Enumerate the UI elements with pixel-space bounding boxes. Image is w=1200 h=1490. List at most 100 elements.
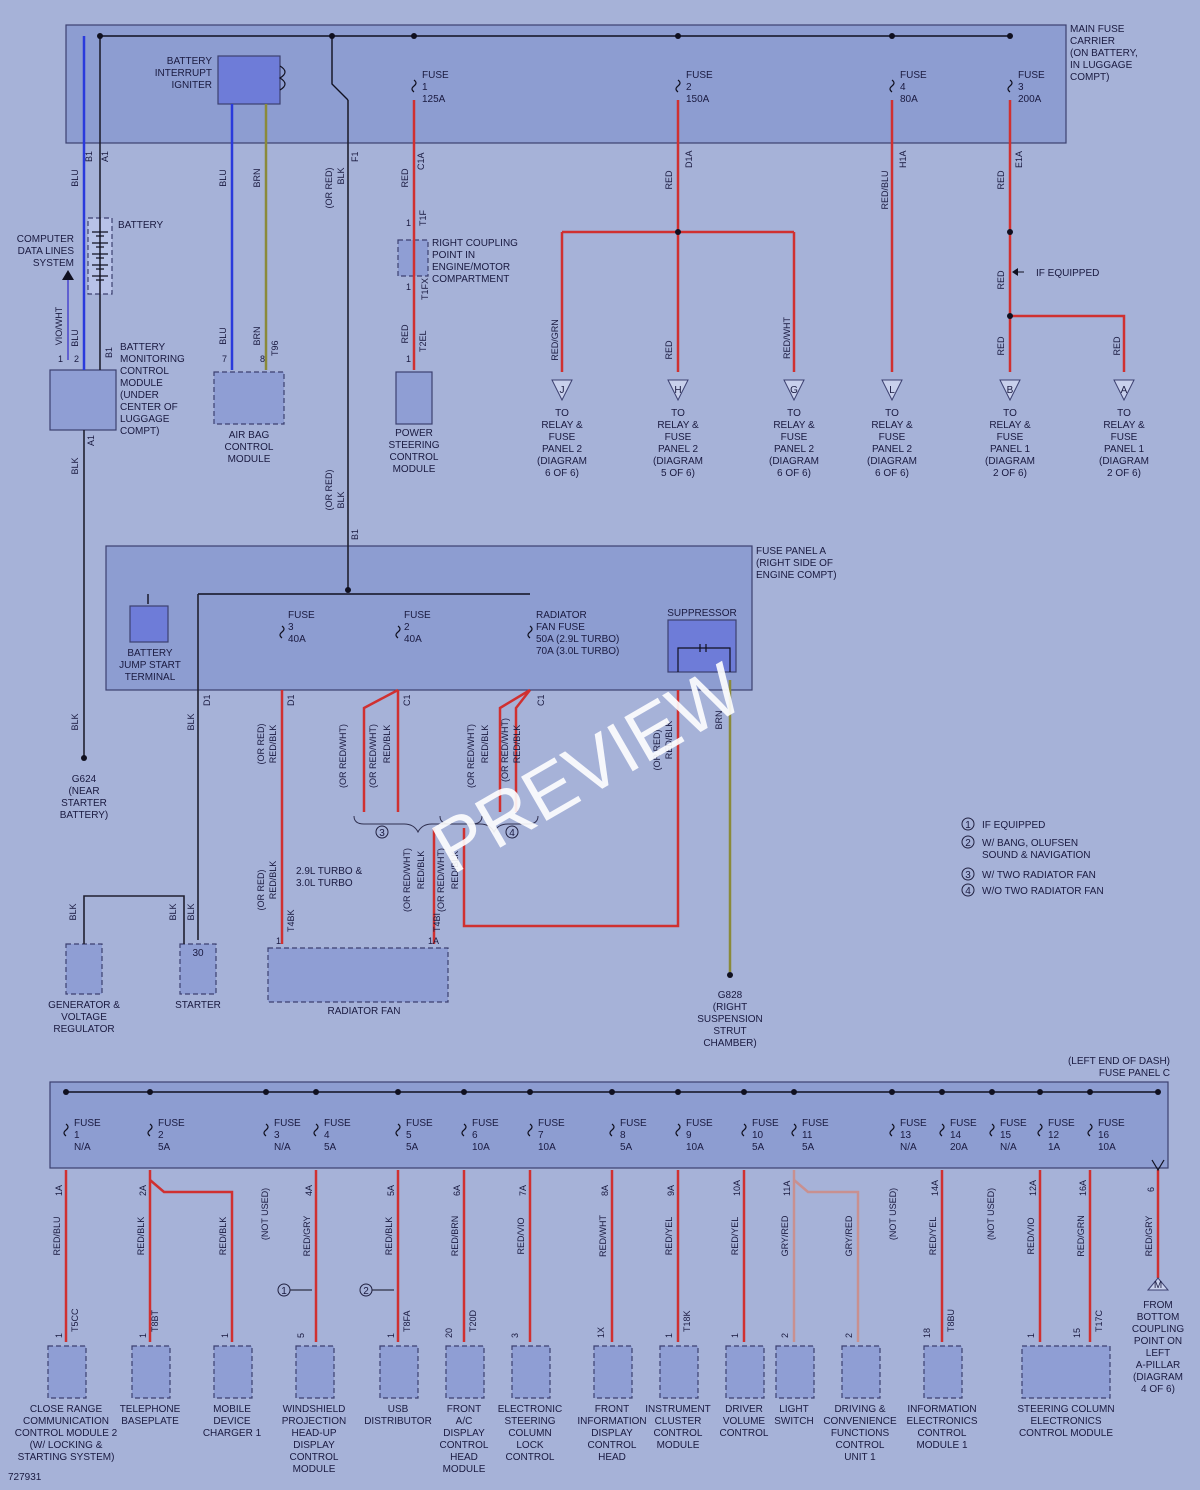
relay-ref-label: PANEL 2: [658, 444, 698, 455]
panel-c-fuse-label: FUSE: [686, 1118, 713, 1129]
main-fuse-carrier-label: COMPT): [1070, 72, 1109, 83]
bottom-module-label: CONTROL: [654, 1428, 703, 1439]
diagram-id: 727931: [8, 1472, 42, 1483]
pin-label: 8A: [600, 1185, 610, 1196]
panel-c-fuse-label: FUSE: [158, 1118, 185, 1129]
igniter-label: BATTERY: [167, 56, 213, 67]
panel-c-fuse-label: 11: [802, 1130, 813, 1141]
panel-c-fuse-label: 10: [752, 1130, 764, 1141]
relay-ref-letter: G: [790, 385, 798, 396]
bottom-module-label: CONTROL: [290, 1452, 339, 1463]
relay-ref-label: FUSE: [1111, 432, 1138, 443]
relay-ref-label: RELAY &: [989, 420, 1031, 431]
bottom-module-label: ELECTRONICS: [1030, 1416, 1101, 1427]
pin-label: T2EL: [418, 330, 428, 352]
panel-a-fuse-label: 2: [404, 622, 410, 633]
panel-c-fuse-symbol: [63, 1123, 69, 1137]
bottom-module-label: DRIVER: [725, 1404, 763, 1415]
pin-label: 6A: [452, 1185, 462, 1196]
panel-c-fuse-symbol: [395, 1123, 401, 1137]
bottom-module-label: LIGHT: [779, 1404, 808, 1415]
wire-color-label: RED/BLK: [512, 725, 522, 764]
pin-number: 20: [444, 1328, 454, 1338]
relay-ref-label: 6 OF 6): [777, 468, 811, 479]
g828-label: G828: [718, 990, 743, 1001]
splice-dot: [63, 1089, 69, 1095]
radiator-fan-module: [267, 947, 449, 1003]
bottom-module-label: CONTROL MODULE 2: [15, 1428, 118, 1439]
pin-label: T5CC: [70, 1308, 80, 1332]
wire-color-label: VIO/WHT: [54, 306, 64, 345]
power-steering-label: CONTROL: [390, 452, 439, 463]
splice-dot: [1007, 229, 1013, 235]
pin-number: 1: [276, 936, 281, 946]
relay-ref-label: 2 OF 6): [1107, 468, 1141, 479]
panel-c-fuse-label: 10A: [1098, 1142, 1116, 1153]
pin-number: 7: [222, 354, 227, 364]
igniter-switch: [331, 36, 349, 101]
bottom-module-label: INFORMATION: [907, 1404, 976, 1415]
panel-c-fuse-label: 4: [324, 1130, 330, 1141]
splice-dot: [1007, 33, 1013, 39]
bmcm-label: BATTERY: [120, 342, 166, 353]
relay-ref-label: 2 OF 6): [993, 468, 1027, 479]
wire-color-label: (OR RED/WHT): [436, 848, 446, 912]
relay-ref-label: TO: [1117, 408, 1131, 419]
panel-c-connector: [1151, 1159, 1165, 1172]
jump-start-terminal: [129, 605, 169, 643]
pin-label: T1FX: [420, 278, 430, 300]
wire-color-label: (OR RED/WHT): [368, 724, 378, 788]
relay-ref-label: RELAY &: [541, 420, 583, 431]
pin-label: 12A: [1028, 1180, 1038, 1196]
bottom-module-label: STARTING SYSTEM): [18, 1452, 115, 1463]
panel-c-fuse-label: FUSE: [802, 1118, 829, 1129]
wire-color-label: RED/BLU: [52, 1216, 62, 1255]
bottom-module-label: DISPLAY: [293, 1440, 335, 1451]
panel-c-fuse-label: 5A: [324, 1142, 337, 1153]
splice-dot: [989, 1089, 995, 1095]
variant-marker-3-num: 3: [379, 828, 385, 839]
panel-c-fuse-label: FUSE: [538, 1118, 565, 1129]
wire-color-label: RED/BLK: [268, 861, 278, 900]
fuse-panel-c: [49, 1081, 1169, 1169]
splice-dot: [889, 1089, 895, 1095]
legend-marker: [961, 817, 975, 831]
battery-cell: [92, 253, 108, 259]
if-equipped-arrow: [1012, 268, 1018, 276]
relay-ref-label: TO: [1003, 408, 1017, 419]
main-fuse-carrier-label: IN LUGGAGE: [1070, 60, 1133, 71]
relay-ref-label: RELAY &: [657, 420, 699, 431]
panel-c-fuse-symbol: [1037, 1123, 1043, 1137]
splice-dot: [609, 1089, 615, 1095]
starter-module: [179, 943, 217, 995]
relay-ref-label: TO: [555, 408, 569, 419]
bottom-module-label: COMMUNICATION: [23, 1416, 109, 1427]
fuse-panel-a-label: ENGINE COMPT): [756, 570, 837, 581]
relay-ref-label: FUSE: [879, 432, 906, 443]
bmcm-label: CONTROL: [120, 366, 169, 377]
generator-label: REGULATOR: [53, 1024, 114, 1035]
wire-color-label: (OR RED/WHT): [338, 724, 348, 788]
panel-c-fuse-label: N/A: [1000, 1142, 1017, 1153]
main-fuse-symbol: [1007, 79, 1013, 93]
panel-c-fuse-label: 5A: [158, 1142, 171, 1153]
main-fuse-carrier-label: (ON BATTERY,: [1070, 48, 1138, 59]
airbag-label: CONTROL: [225, 442, 274, 453]
g828-label: STRUT: [713, 1026, 746, 1037]
radiator-fan-label: RADIATOR FAN: [328, 1006, 401, 1017]
panel-c-fuse-label: 14: [950, 1130, 962, 1141]
pin-label: 11A: [782, 1181, 792, 1196]
wire-color-label: (NOT USED): [888, 1188, 898, 1240]
wire-color-label: (OR RED/WHT): [402, 848, 412, 912]
splice-dot: [329, 33, 335, 39]
panel-c-fuse-label: 5A: [802, 1142, 815, 1153]
relay-ref-triangle: [667, 379, 689, 402]
bottom-module-box: [1021, 1345, 1111, 1399]
wire-color-label: (OR RED): [256, 870, 266, 911]
bottom-module-label: DISTRIBUTOR: [364, 1416, 432, 1427]
bottom-module-label: (W/ LOCKING &: [30, 1440, 103, 1451]
from-ref-label: POINT ON: [1134, 1336, 1182, 1347]
wire-color-label: RED: [664, 170, 674, 190]
bottom-module-label: WINDSHIELD: [283, 1404, 346, 1415]
g624-label: BATTERY): [60, 810, 109, 821]
